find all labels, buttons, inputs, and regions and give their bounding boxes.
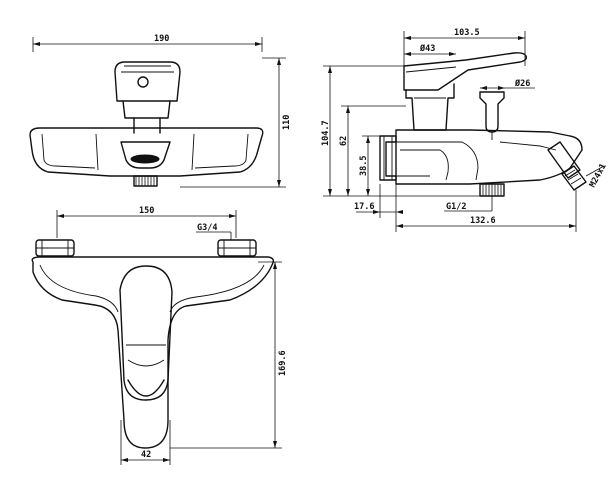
front-handle-hole (137, 76, 149, 88)
side-handle-lever (403, 52, 528, 91)
side-view: 103.5 Ø43 Ø26 (321, 28, 609, 232)
g12-label: G1/2 (446, 202, 466, 212)
dim-132-label: 132.6 (470, 216, 496, 226)
dim-17-label: 17.6 (354, 202, 374, 212)
right-connector-nut (217, 239, 257, 257)
dim-104-label: 104.7 (321, 120, 331, 146)
side-wall-flange (379, 135, 397, 181)
dim-150-label: 150 (139, 206, 154, 216)
dim-62-label: 62 (339, 136, 349, 146)
front-body (29, 127, 264, 177)
dim-169-label: 169.6 (278, 350, 288, 376)
top-body (31, 256, 275, 449)
front-handle (114, 61, 181, 102)
top-handle (119, 265, 173, 401)
front-view: 190 110 (29, 34, 292, 188)
front-outlet-thread (133, 175, 158, 187)
dim-190-label: 190 (154, 34, 169, 44)
side-handle-body (405, 83, 455, 131)
g34-label: G3/4 (197, 223, 217, 233)
side-hose-connector (547, 141, 587, 191)
top-view: 150 G3/4 169.6 (31, 206, 288, 465)
front-aerator (130, 154, 160, 164)
dim-43-label: Ø43 (419, 43, 435, 54)
dim-38-label: 38.5 (359, 156, 369, 176)
dim-42-label: 42 (141, 450, 151, 460)
dim-110-label: 110 (282, 115, 292, 130)
side-diverter-knob (479, 91, 505, 133)
left-connector-nut (35, 239, 75, 257)
dim-103-label: 103.5 (454, 28, 480, 38)
dim-m24-label: M24x1 (588, 162, 609, 189)
dim-26-label: Ø26 (514, 78, 530, 89)
